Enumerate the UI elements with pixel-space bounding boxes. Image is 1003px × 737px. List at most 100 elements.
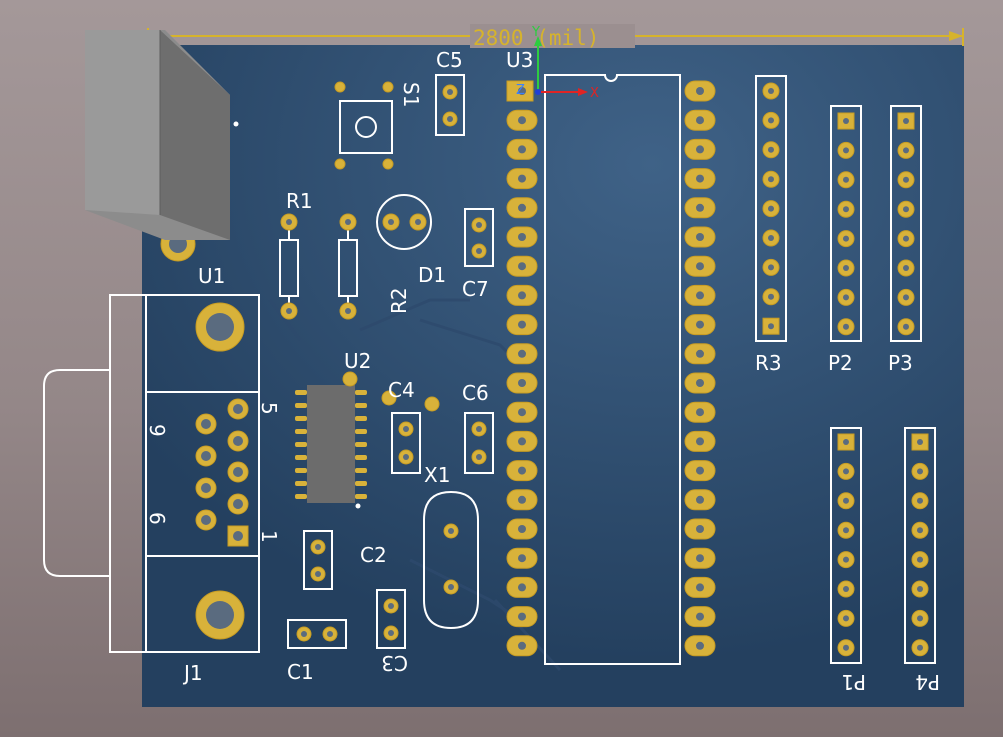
u3-pin-pad xyxy=(506,255,538,277)
u3-pin-pad xyxy=(684,284,716,306)
header-pin-pad xyxy=(837,318,855,336)
u2-ic[interactable] xyxy=(295,371,367,509)
header-pin-pad xyxy=(897,288,915,306)
c4-capacitor[interactable] xyxy=(381,390,440,474)
u3-pin-pad xyxy=(684,372,716,394)
u3-pin-pad xyxy=(506,197,538,219)
u3-pin-pad xyxy=(684,576,716,598)
header-pin-pad xyxy=(837,141,855,159)
axis-x-label: X xyxy=(590,86,599,101)
u3-pin-pad xyxy=(684,80,716,102)
u3-pin-pad xyxy=(506,518,538,540)
axis-gizmo-icon: Y X Z xyxy=(516,25,599,101)
x1-crystal[interactable] xyxy=(423,490,479,630)
header-pin-pad xyxy=(837,551,855,569)
header-pin-pad xyxy=(911,580,929,598)
header-pin-pad xyxy=(897,230,915,248)
p2-header[interactable] xyxy=(830,105,862,342)
r1-resistor[interactable] xyxy=(279,213,299,320)
header-pin-pad xyxy=(837,609,855,627)
u3-pin-pad xyxy=(506,80,534,102)
c7-capacitor[interactable] xyxy=(464,208,494,267)
header-pin-pad xyxy=(762,170,780,188)
header-pin-pad xyxy=(911,521,929,539)
designator-r1: R1 xyxy=(286,189,313,213)
pcb-board[interactable] xyxy=(142,45,964,707)
c1-capacitor[interactable] xyxy=(287,619,347,649)
u3-pin-pad xyxy=(684,226,716,248)
header-pin-pad xyxy=(911,492,929,510)
header-pin-pad xyxy=(837,580,855,598)
u3-pin-pad xyxy=(684,255,716,277)
r2-resistor[interactable] xyxy=(338,213,358,320)
u3-pin-pad xyxy=(684,109,716,131)
designator-r2: R2 xyxy=(387,287,411,314)
p1-header[interactable] xyxy=(830,427,862,664)
u3-pin-pad xyxy=(684,138,716,160)
u3-pin-pad xyxy=(506,168,538,190)
axis-y-label: Y xyxy=(531,25,540,40)
c2-capacitor[interactable] xyxy=(303,530,333,590)
designator-d1: D1 xyxy=(418,263,446,287)
header-pin-pad xyxy=(762,258,780,276)
u3-pin-pad xyxy=(684,168,716,190)
header-pin-pad xyxy=(762,82,780,100)
header-pin-pad xyxy=(897,318,915,336)
c6-capacitor[interactable] xyxy=(464,412,494,474)
u3-pin-pad xyxy=(506,343,538,365)
header-pin-pad xyxy=(837,639,855,657)
u3-pin-pad xyxy=(506,372,538,394)
header-pin-pad xyxy=(911,639,929,657)
designator-u2: U2 xyxy=(344,349,371,373)
u3-pin-pad xyxy=(506,284,538,306)
designator-c1: C1 xyxy=(287,660,314,684)
c5-capacitor[interactable] xyxy=(435,74,465,136)
j1-connector[interactable]: 9 6 5 1 xyxy=(43,294,281,653)
header-pin-pad xyxy=(911,462,929,480)
p4-header[interactable] xyxy=(904,427,936,664)
designator-r3: R3 xyxy=(755,351,782,375)
header-pin-pad xyxy=(762,288,780,306)
c3-capacitor[interactable] xyxy=(376,589,406,649)
designator-p3: P3 xyxy=(888,351,913,375)
u3-pin-pad xyxy=(506,226,538,248)
s1-switch[interactable] xyxy=(334,81,394,170)
designator-p1: P1 xyxy=(841,670,866,694)
designator-c3: C3 xyxy=(381,651,408,675)
connector-3d-icon xyxy=(85,30,239,240)
u3-pin-pad xyxy=(684,197,716,219)
header-pin-pad xyxy=(837,112,855,130)
j1-pin-9-label: 9 xyxy=(145,424,169,437)
designator-p4: P4 xyxy=(915,670,940,694)
designator-u3: U3 xyxy=(506,48,533,72)
header-pin-pad xyxy=(897,112,915,130)
header-pin-pad xyxy=(837,230,855,248)
header-pin-pad xyxy=(837,492,855,510)
header-pin-pad xyxy=(837,200,855,218)
u3-pin-pad xyxy=(684,606,716,628)
p3-header[interactable] xyxy=(890,105,922,342)
header-pin-pad xyxy=(897,141,915,159)
u3-dip40[interactable] xyxy=(506,74,716,665)
u3-pin-pad xyxy=(506,489,538,511)
d1-led[interactable] xyxy=(376,194,432,250)
designator-j1: J1 xyxy=(182,661,203,685)
header-pin-pad xyxy=(897,200,915,218)
designator-p2: P2 xyxy=(828,351,853,375)
u3-pin-pad xyxy=(506,314,538,336)
u3-pin-pad xyxy=(506,635,538,657)
header-pin-pad xyxy=(911,433,929,451)
header-pin-pad xyxy=(837,462,855,480)
designator-c2: C2 xyxy=(360,543,387,567)
u3-pin-pad xyxy=(506,138,538,160)
j1-pin-5-label: 5 xyxy=(257,402,281,415)
designator-x1: X1 xyxy=(424,463,450,487)
header-pin-pad xyxy=(911,609,929,627)
designator-u1: U1 xyxy=(198,264,225,288)
header-pin-pad xyxy=(762,111,780,129)
u3-pin-pad xyxy=(684,343,716,365)
u3-pin-pad xyxy=(506,401,538,423)
r3-resistor-network[interactable] xyxy=(755,75,787,342)
u3-pin-pad xyxy=(684,489,716,511)
